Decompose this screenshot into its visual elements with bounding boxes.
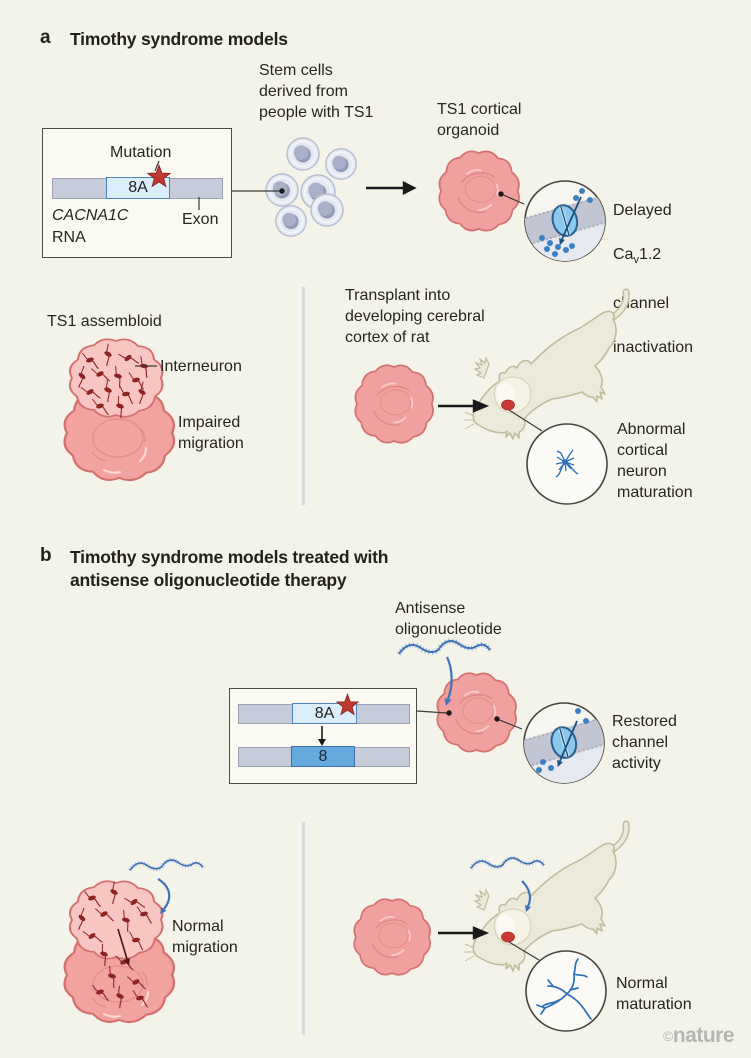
neuron-inset-a bbox=[526, 423, 608, 505]
assembloid-a bbox=[63, 338, 176, 482]
normal-neuron-icon bbox=[536, 958, 592, 1020]
cav-channel-icon bbox=[551, 204, 579, 237]
rna-label: RNA bbox=[52, 229, 86, 246]
calcium-ions-b bbox=[536, 708, 589, 773]
organoid-a bbox=[436, 148, 522, 234]
aso-squiggle-icon-3 bbox=[468, 856, 546, 876]
panel-a-letter: a bbox=[40, 27, 51, 48]
transplant-caption: Transplant into developing cerebral cort… bbox=[345, 287, 485, 346]
channel-inset-a bbox=[524, 180, 606, 262]
cav-channel-icon-b bbox=[550, 726, 578, 759]
delayed-channel-caption: Delayed Cav1.2 channel inactivation bbox=[613, 202, 694, 357]
impaired-migration-caption: Impaired migration bbox=[178, 414, 244, 452]
panel-b-divider bbox=[302, 822, 305, 1035]
neuron-inset-b bbox=[525, 950, 607, 1032]
copyright-symbol: © bbox=[663, 1028, 673, 1044]
assembloid-b bbox=[63, 880, 176, 1024]
normal-maturation-caption: Normal maturation bbox=[616, 975, 692, 1013]
calcium-ions bbox=[539, 188, 593, 257]
organoid-a2 bbox=[352, 362, 436, 446]
panel-b-letter: b bbox=[40, 545, 52, 566]
nature-watermark: ©nature bbox=[663, 1024, 735, 1048]
ts1-organoid-caption: TS1 cortical organoid bbox=[437, 101, 522, 139]
exon-label: Exon bbox=[182, 211, 219, 228]
abnormal-maturation-caption: Abnormal cortical neuron maturation bbox=[617, 421, 693, 501]
arrow-cells-to-organoid bbox=[366, 181, 417, 195]
panel-a-title: Timothy syndrome models bbox=[70, 29, 288, 49]
gene-name-label: CACNA1C bbox=[52, 207, 129, 224]
interneuron-label: Interneuron bbox=[160, 358, 242, 375]
assembloid-caption: TS1 assembloid bbox=[47, 313, 162, 330]
stem-cells-caption: Stem cells derived from people with TS1 bbox=[259, 62, 374, 121]
organoid-b bbox=[434, 670, 519, 755]
panel-b-title: Timothy syndrome models treated with ant… bbox=[70, 547, 389, 590]
nature-logo: nature bbox=[672, 1024, 735, 1047]
mutation-label: Mutation bbox=[110, 144, 172, 161]
restored-channel-caption: Restored channel activity bbox=[612, 713, 677, 772]
channel-inset-b bbox=[523, 702, 605, 784]
exon-8a-before-box: 8A bbox=[292, 703, 357, 724]
panel-a-divider bbox=[302, 287, 305, 505]
exon-8-after-box: 8 bbox=[291, 746, 355, 767]
aso-squiggle-icon bbox=[396, 638, 492, 664]
stem-cell-cluster bbox=[265, 137, 358, 238]
aso-caption: Antisense oligonucleotide bbox=[395, 600, 502, 638]
normal-migration-caption: Normal migration bbox=[172, 918, 238, 956]
mutation-star-icon bbox=[146, 164, 172, 188]
mutation-star-icon-b bbox=[335, 693, 360, 716]
organoid-b2 bbox=[351, 896, 433, 978]
